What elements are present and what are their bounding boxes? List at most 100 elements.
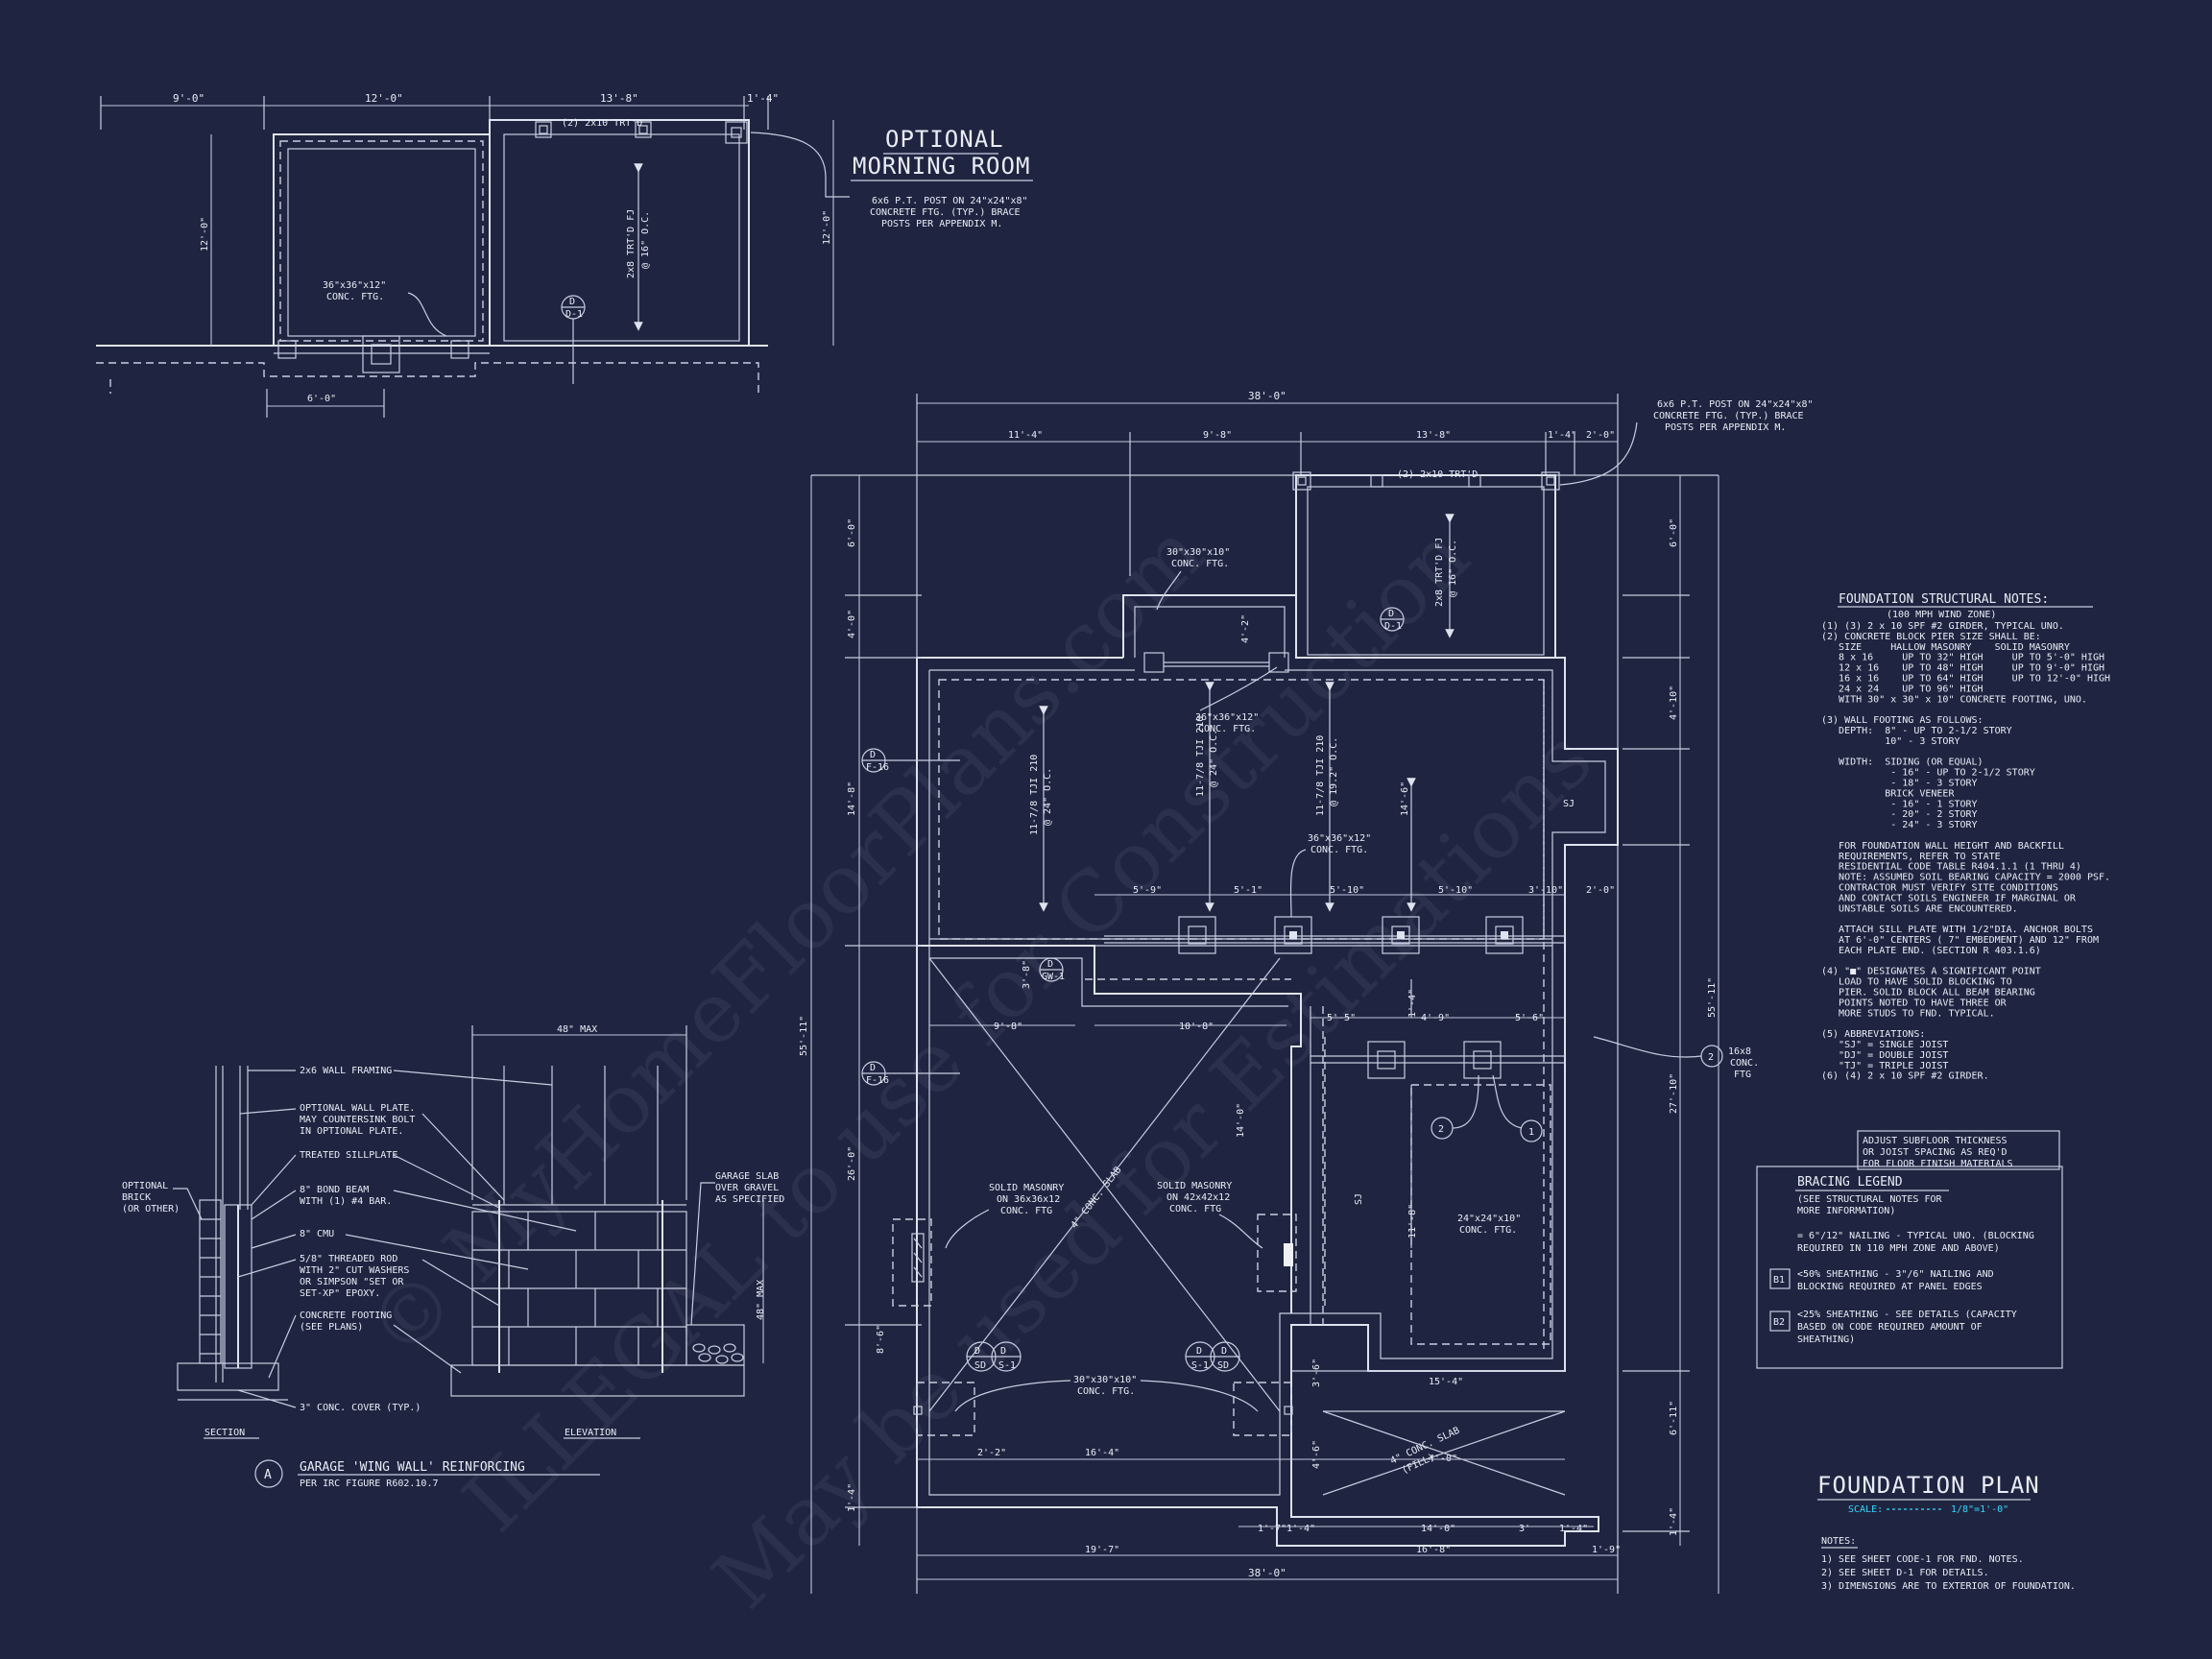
fp-dim-top-1: 11'-4" xyxy=(1008,430,1043,441)
brick-note-1: OPTIONAL xyxy=(122,1181,168,1191)
fp-ftg24-1: 24"x24"x10" xyxy=(1457,1214,1521,1224)
fp-dim-98: 9'-8" xyxy=(994,1022,1022,1032)
fp-int2-dim-2: 4'-9" xyxy=(1421,1013,1450,1023)
fp-dim-146: 14'-6" xyxy=(1400,781,1410,816)
mr-post-note-1: 6x6 P.T. POST ON 24"x24"x8" xyxy=(872,196,1028,206)
fp-callout-2b: 2 xyxy=(1708,1052,1714,1063)
notes-line: BRICK VENEER xyxy=(1821,788,1955,799)
mr-dim-top-1: 9'-0" xyxy=(173,92,204,105)
notes-line: WITH 30" x 30" x 10" CONCRETE FOOTING, U… xyxy=(1821,694,2087,705)
brick-note-2: BRICK xyxy=(122,1192,151,1203)
mr-ftg-label-2: CONC. FTG. xyxy=(326,292,384,302)
fp-solid2-1: SOLID MASONRY xyxy=(1157,1181,1232,1191)
fp-trtd-2: @ 16" O.C. xyxy=(1448,540,1458,597)
fp-dim-left-4: 55'-11" xyxy=(799,1016,809,1056)
fp-dim-right-4: 27'-10" xyxy=(1669,1073,1679,1114)
sd-right-4: SD xyxy=(1217,1360,1229,1371)
ww-callout-1: 2x6 WALL FRAMING xyxy=(300,1066,392,1076)
ww-callout-8: 8" CMU xyxy=(300,1229,334,1239)
gravel xyxy=(692,1343,744,1364)
fp-int-dim-2: 5'-1" xyxy=(1234,885,1262,896)
fp-int-dim-5: 3'-10" xyxy=(1528,885,1563,896)
mr-dim-right: 12'-0" xyxy=(822,210,832,245)
sd-left-2: D xyxy=(1000,1346,1006,1357)
plan-notes-title: NOTES: xyxy=(1821,1536,1856,1547)
fp-dim-left-1: 6'-0" xyxy=(847,518,857,547)
fp-ftg36-2: CONC. FTG. xyxy=(1198,724,1256,734)
fp-int-dim-4: 5'-10" xyxy=(1438,885,1473,896)
section-brick xyxy=(200,1218,221,1355)
fp-tji192-1: 11-7/8 TJI 210 xyxy=(1315,735,1326,816)
mr-detail-ref-2: D-1 xyxy=(565,309,583,320)
ww-callout-5: TREATED SILLPLATE xyxy=(300,1150,397,1161)
ww-callout-7: WITH (1) #4 BAR. xyxy=(300,1196,392,1207)
fp-girder-label: (2) 2x10 TRT'D xyxy=(1397,469,1478,480)
mr-title-line2: MORNING ROOM xyxy=(853,153,1030,180)
fp-post-note-2: CONCRETE FTG. (TYP.) BRACE xyxy=(1653,411,1804,421)
bracing-b1-tag: B1 xyxy=(1773,1275,1785,1286)
notes-line: ATTACH SILL PLATE WITH 1/2"DIA. ANCHOR B… xyxy=(1821,925,2093,935)
sd-left-4: S-1 xyxy=(998,1360,1016,1371)
fp-gw1-2: GW-1 xyxy=(1042,972,1065,982)
fp-tji192-2: @ 19.2" O.C. xyxy=(1329,737,1339,806)
mr-dim-top-3: 13'-8" xyxy=(600,92,638,105)
mr-dim-bottom: 6'-0" xyxy=(307,394,336,404)
fp-dim-top-2: 9'-8" xyxy=(1203,430,1232,441)
mr-ftg-label-1: 36"x36"x12" xyxy=(323,280,386,291)
notes-line: - 20" - 2 STORY xyxy=(1821,809,1978,820)
fp-dim-b2-6: 3' xyxy=(1519,1524,1530,1534)
fp-ftg16-1: 16x8 xyxy=(1728,1046,1751,1057)
fp-ftg24-2: CONC. FTG. xyxy=(1459,1225,1517,1236)
notes-line: - 16" - 1 STORY xyxy=(1821,799,1978,809)
ww-callout-14: (SEE PLANS) xyxy=(300,1322,363,1333)
bracing-b2-text-1: <25% SHEATHING - SEE DETAILS (CAPACITY xyxy=(1797,1310,2017,1320)
bracing-subtitle-1: (SEE STRUCTURAL NOTES FOR xyxy=(1797,1194,1942,1205)
notes-line: - 18" - 3 STORY xyxy=(1821,779,1978,789)
notes-line: 24 x 24 UP TO 96" HIGH xyxy=(1821,684,1984,694)
notes-line: PIER. SOLID BLOCK ALL BEAM BEARING xyxy=(1821,988,2035,998)
notes-line: FOR FOUNDATION WALL HEIGHT AND BACKFILL xyxy=(1821,841,2064,852)
fp-gw1-1: D xyxy=(1047,959,1053,970)
notes-line: NOTE: ASSUMED SOIL BEARING CAPACITY = 20… xyxy=(1821,873,2110,883)
wing-wall-subtitle: PER IRC FIGURE R602.10.7 xyxy=(300,1479,439,1489)
wing-max-height: 48" MAX xyxy=(756,1280,766,1320)
fp-ftg36b-2: CONC. FTG. xyxy=(1310,845,1368,855)
sd-left-3: SD xyxy=(974,1360,986,1371)
fp-dim-1510: 11'-8" xyxy=(1407,1204,1418,1238)
bracing-b1-text-2: BLOCKING REQUIRED AT PANEL EDGES xyxy=(1797,1282,1983,1292)
fp-dim-left-7: 1'-4" xyxy=(847,1483,857,1512)
notes-line: REQUIREMENTS, REFER TO STATE xyxy=(1821,852,2001,862)
wing-wall-tag: A xyxy=(264,1468,272,1482)
fp-dim-38: 3'-8" xyxy=(1022,960,1032,989)
slab-note-2: OVER GRAVEL xyxy=(715,1183,779,1193)
bracing-b2-text-3: SHEATHING) xyxy=(1797,1334,1855,1345)
fp-tji24b-1: 11-7/8 TJI 210 xyxy=(1195,716,1206,797)
fp-d16b-2: F-16 xyxy=(866,1075,889,1086)
fp-dim-left-5: 26'-0" xyxy=(847,1146,857,1181)
fp-dim-bottom-2: 16'-8" xyxy=(1416,1545,1451,1555)
fp-dim-42: 4'-2" xyxy=(1240,614,1251,643)
fp-ftg30-2: CONC. FTG. xyxy=(1171,559,1229,569)
brick-note-3: (OR OTHER) xyxy=(122,1204,180,1214)
fp-dim-left-2: 4'-0" xyxy=(847,610,857,638)
fp-ftg36b-1: 36"x36"x12" xyxy=(1308,833,1371,844)
notes-line: LOAD TO HAVE SOLID BLOCKING TO xyxy=(1821,977,2012,988)
fp-d16a-1: D xyxy=(870,750,876,760)
notes-line: WIDTH: SIDING (OR EQUAL) xyxy=(1821,757,1984,768)
notes-subtitle: (100 MPH WIND ZONE) xyxy=(1887,610,1996,620)
fp-overall-top: 38'-0" xyxy=(1248,390,1286,402)
fp-int-dim-1: 5'-9" xyxy=(1133,885,1162,896)
bracing-title: BRACING LEGEND xyxy=(1797,1175,1903,1190)
fp-dim-right-1: 6'-0" xyxy=(1669,518,1679,547)
fp-dim-118: 15'-4" xyxy=(1429,1377,1463,1387)
slab-note-3: AS SPECIFIED xyxy=(715,1194,784,1205)
fp-dim-bottom-1: 19'-7" xyxy=(1085,1545,1119,1555)
mr-title-line1: OPTIONAL xyxy=(885,126,1004,153)
notes-title: FOUNDATION STRUCTURAL NOTES: xyxy=(1839,592,2049,607)
notes-line: UNSTABLE SOILS ARE ENCOUNTERED. xyxy=(1821,903,2018,914)
notes-line: MORE STUDS TO FND. TYPICAL. xyxy=(1821,1008,1995,1019)
bracing-item1-2: REQUIRED IN 110 MPH ZONE AND ABOVE) xyxy=(1797,1243,2000,1254)
fp-dim-right-5: 6'-11" xyxy=(1669,1401,1679,1435)
wing-max-width: 48" MAX xyxy=(557,1024,597,1035)
fp-scale-value: 1/8"=1'-0" xyxy=(1951,1504,2008,1515)
